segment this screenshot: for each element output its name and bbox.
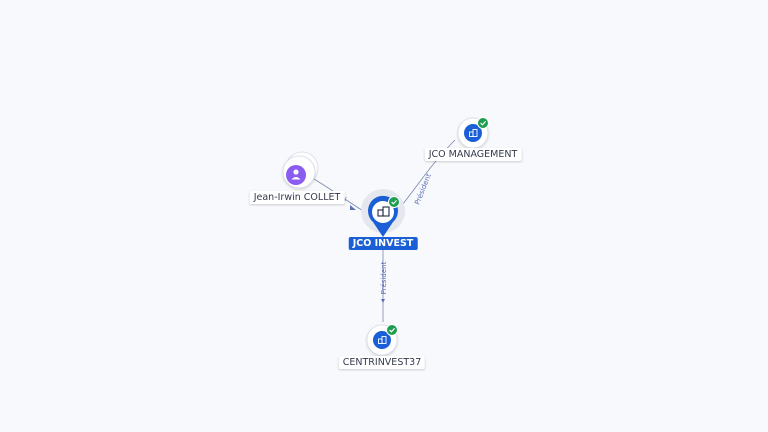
- verified-check-icon: [388, 196, 400, 208]
- node-mgmt[interactable]: [457, 117, 489, 149]
- building-icon: [377, 206, 390, 217]
- node-label-centr[interactable]: CENTRINVEST37: [338, 356, 426, 369]
- node-person[interactable]: [282, 151, 319, 189]
- node-centr[interactable]: [366, 324, 398, 356]
- node-label-person[interactable]: Jean-Irwin COLLET: [249, 191, 345, 204]
- building-icon: [378, 336, 387, 344]
- edge-main-centr[interactable]: Président: [380, 250, 388, 322]
- verified-check-icon: [477, 117, 489, 129]
- verified-check-icon: [386, 324, 398, 336]
- building-icon: [469, 129, 478, 137]
- edge-label-mgmt-main: Président: [413, 172, 433, 206]
- node-main[interactable]: [361, 189, 405, 237]
- edge-label-main-centr: Président: [380, 261, 388, 294]
- node-label-mgmt[interactable]: JCO MANAGEMENT: [424, 148, 522, 161]
- person-icon: [291, 169, 301, 180]
- node-label-main[interactable]: JCO INVEST: [348, 237, 418, 250]
